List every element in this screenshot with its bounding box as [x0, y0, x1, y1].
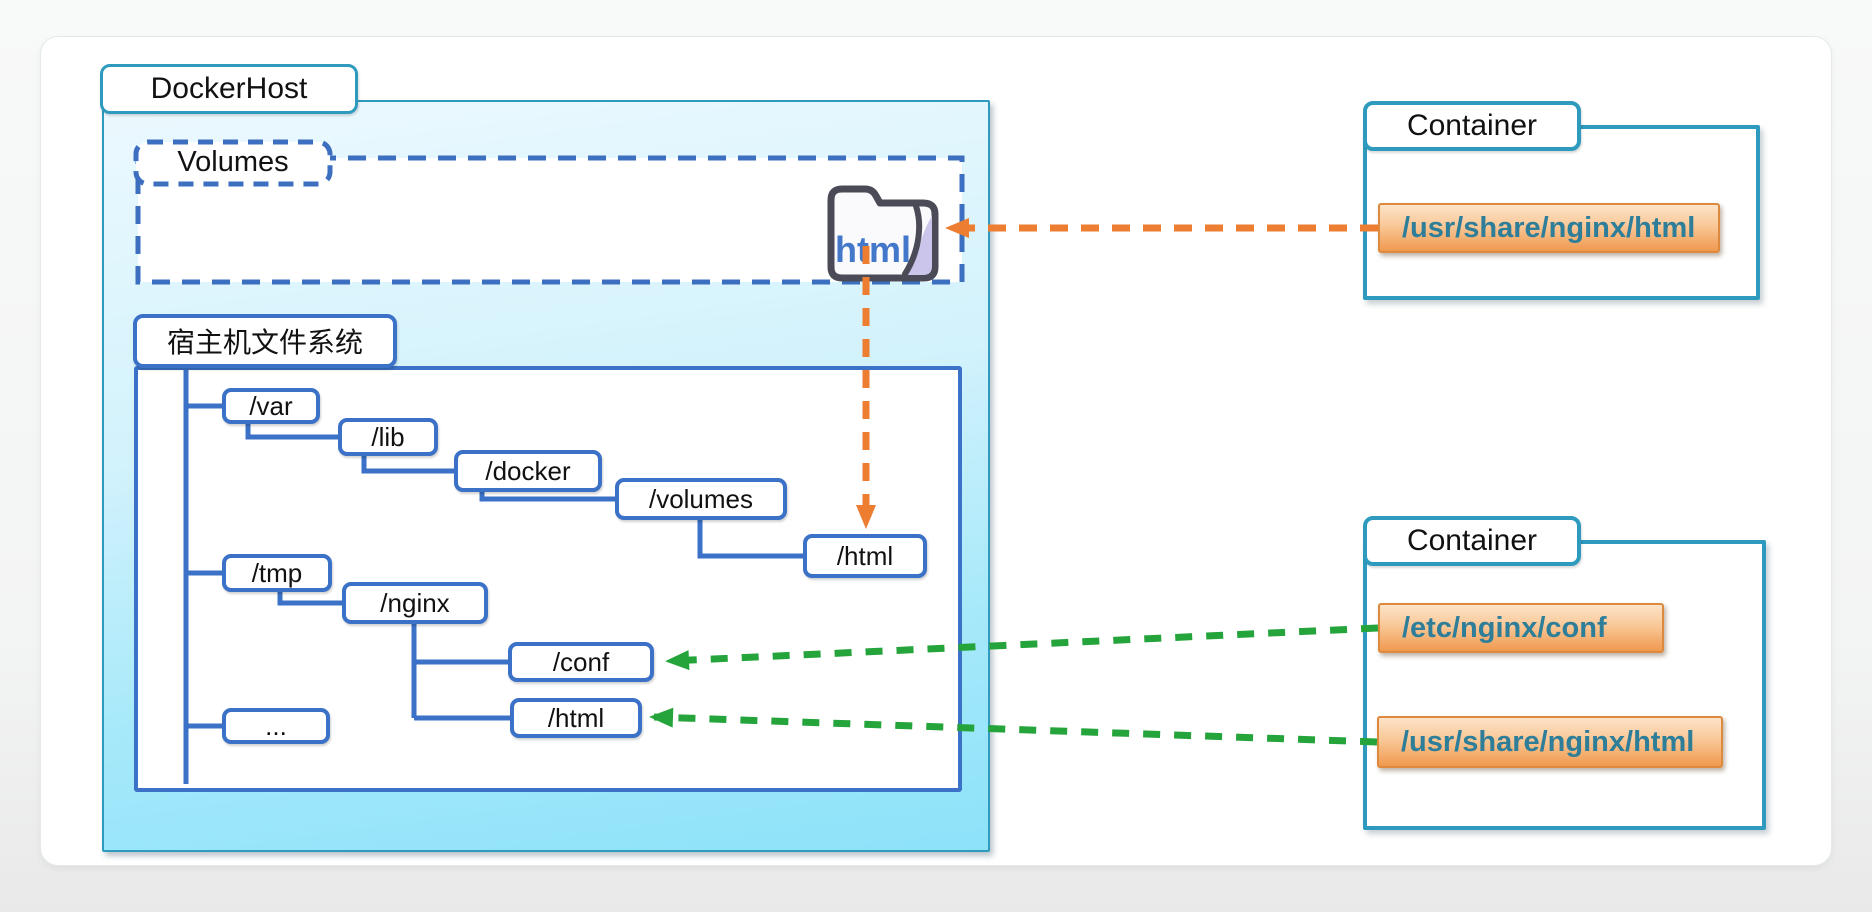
container-2-box: [1363, 540, 1766, 830]
container-1-path-usr-share-nginx-html: /usr/share/nginx/html: [1378, 203, 1720, 253]
docker-host-label: DockerHost: [100, 64, 358, 114]
host-fs-label: 宿主机文件系统: [133, 314, 397, 368]
tree-node-ellipsis: ...: [222, 708, 330, 744]
tree-node-docker: /docker: [454, 450, 602, 492]
volume-folder-label: html: [835, 229, 911, 270]
container-2-label: Container: [1363, 516, 1581, 566]
volume-folder-icon: html: [827, 185, 939, 282]
tree-node-docker-label: /docker: [485, 455, 571, 486]
docker-host-label-text: DockerHost: [150, 72, 308, 105]
container-2-label-text: Container: [1406, 524, 1538, 557]
container-2-path-text-1: /etc/nginx/conf: [1402, 611, 1607, 644]
container-1-label: Container: [1363, 101, 1581, 151]
tree-node-volumes-html-label: /html: [836, 540, 894, 571]
tree-node-nginx: /nginx: [342, 582, 488, 624]
tree-node-volumes: /volumes: [615, 478, 787, 520]
container-2-path-text-2: /usr/share/nginx/html: [1401, 725, 1695, 758]
tree-node-lib-label: /lib: [371, 421, 405, 452]
tree-node-nginx-html: /html: [510, 698, 642, 738]
tree-node-conf: /conf: [508, 642, 654, 682]
tree-node-volumes-label: /volumes: [648, 483, 754, 514]
volumes-label: Volumes: [134, 140, 332, 184]
tree-node-tmp: /tmp: [222, 554, 332, 592]
tree-node-nginx-html-label: /html: [547, 702, 605, 733]
tree-node-ellipsis-label: ...: [265, 710, 287, 741]
tree-node-conf-label: /conf: [552, 646, 610, 677]
container-1-label-text: Container: [1406, 109, 1538, 142]
tree-node-var-label: /var: [249, 390, 293, 421]
container-1-path-text: /usr/share/nginx/html: [1402, 211, 1696, 244]
tree-node-nginx-label: /nginx: [380, 587, 450, 618]
host-fs-label-text: 宿主机文件系统: [166, 327, 363, 358]
container-2-path-etc-nginx-conf: /etc/nginx/conf: [1378, 603, 1664, 653]
tree-node-volumes-html: /html: [803, 534, 927, 578]
tree-node-lib: /lib: [338, 418, 438, 456]
tree-node-tmp-label: /tmp: [251, 557, 303, 588]
volumes-label-text: Volumes: [177, 145, 289, 178]
container-2-path-usr-share-nginx-html: /usr/share/nginx/html: [1377, 716, 1723, 768]
tree-node-var: /var: [222, 388, 320, 424]
